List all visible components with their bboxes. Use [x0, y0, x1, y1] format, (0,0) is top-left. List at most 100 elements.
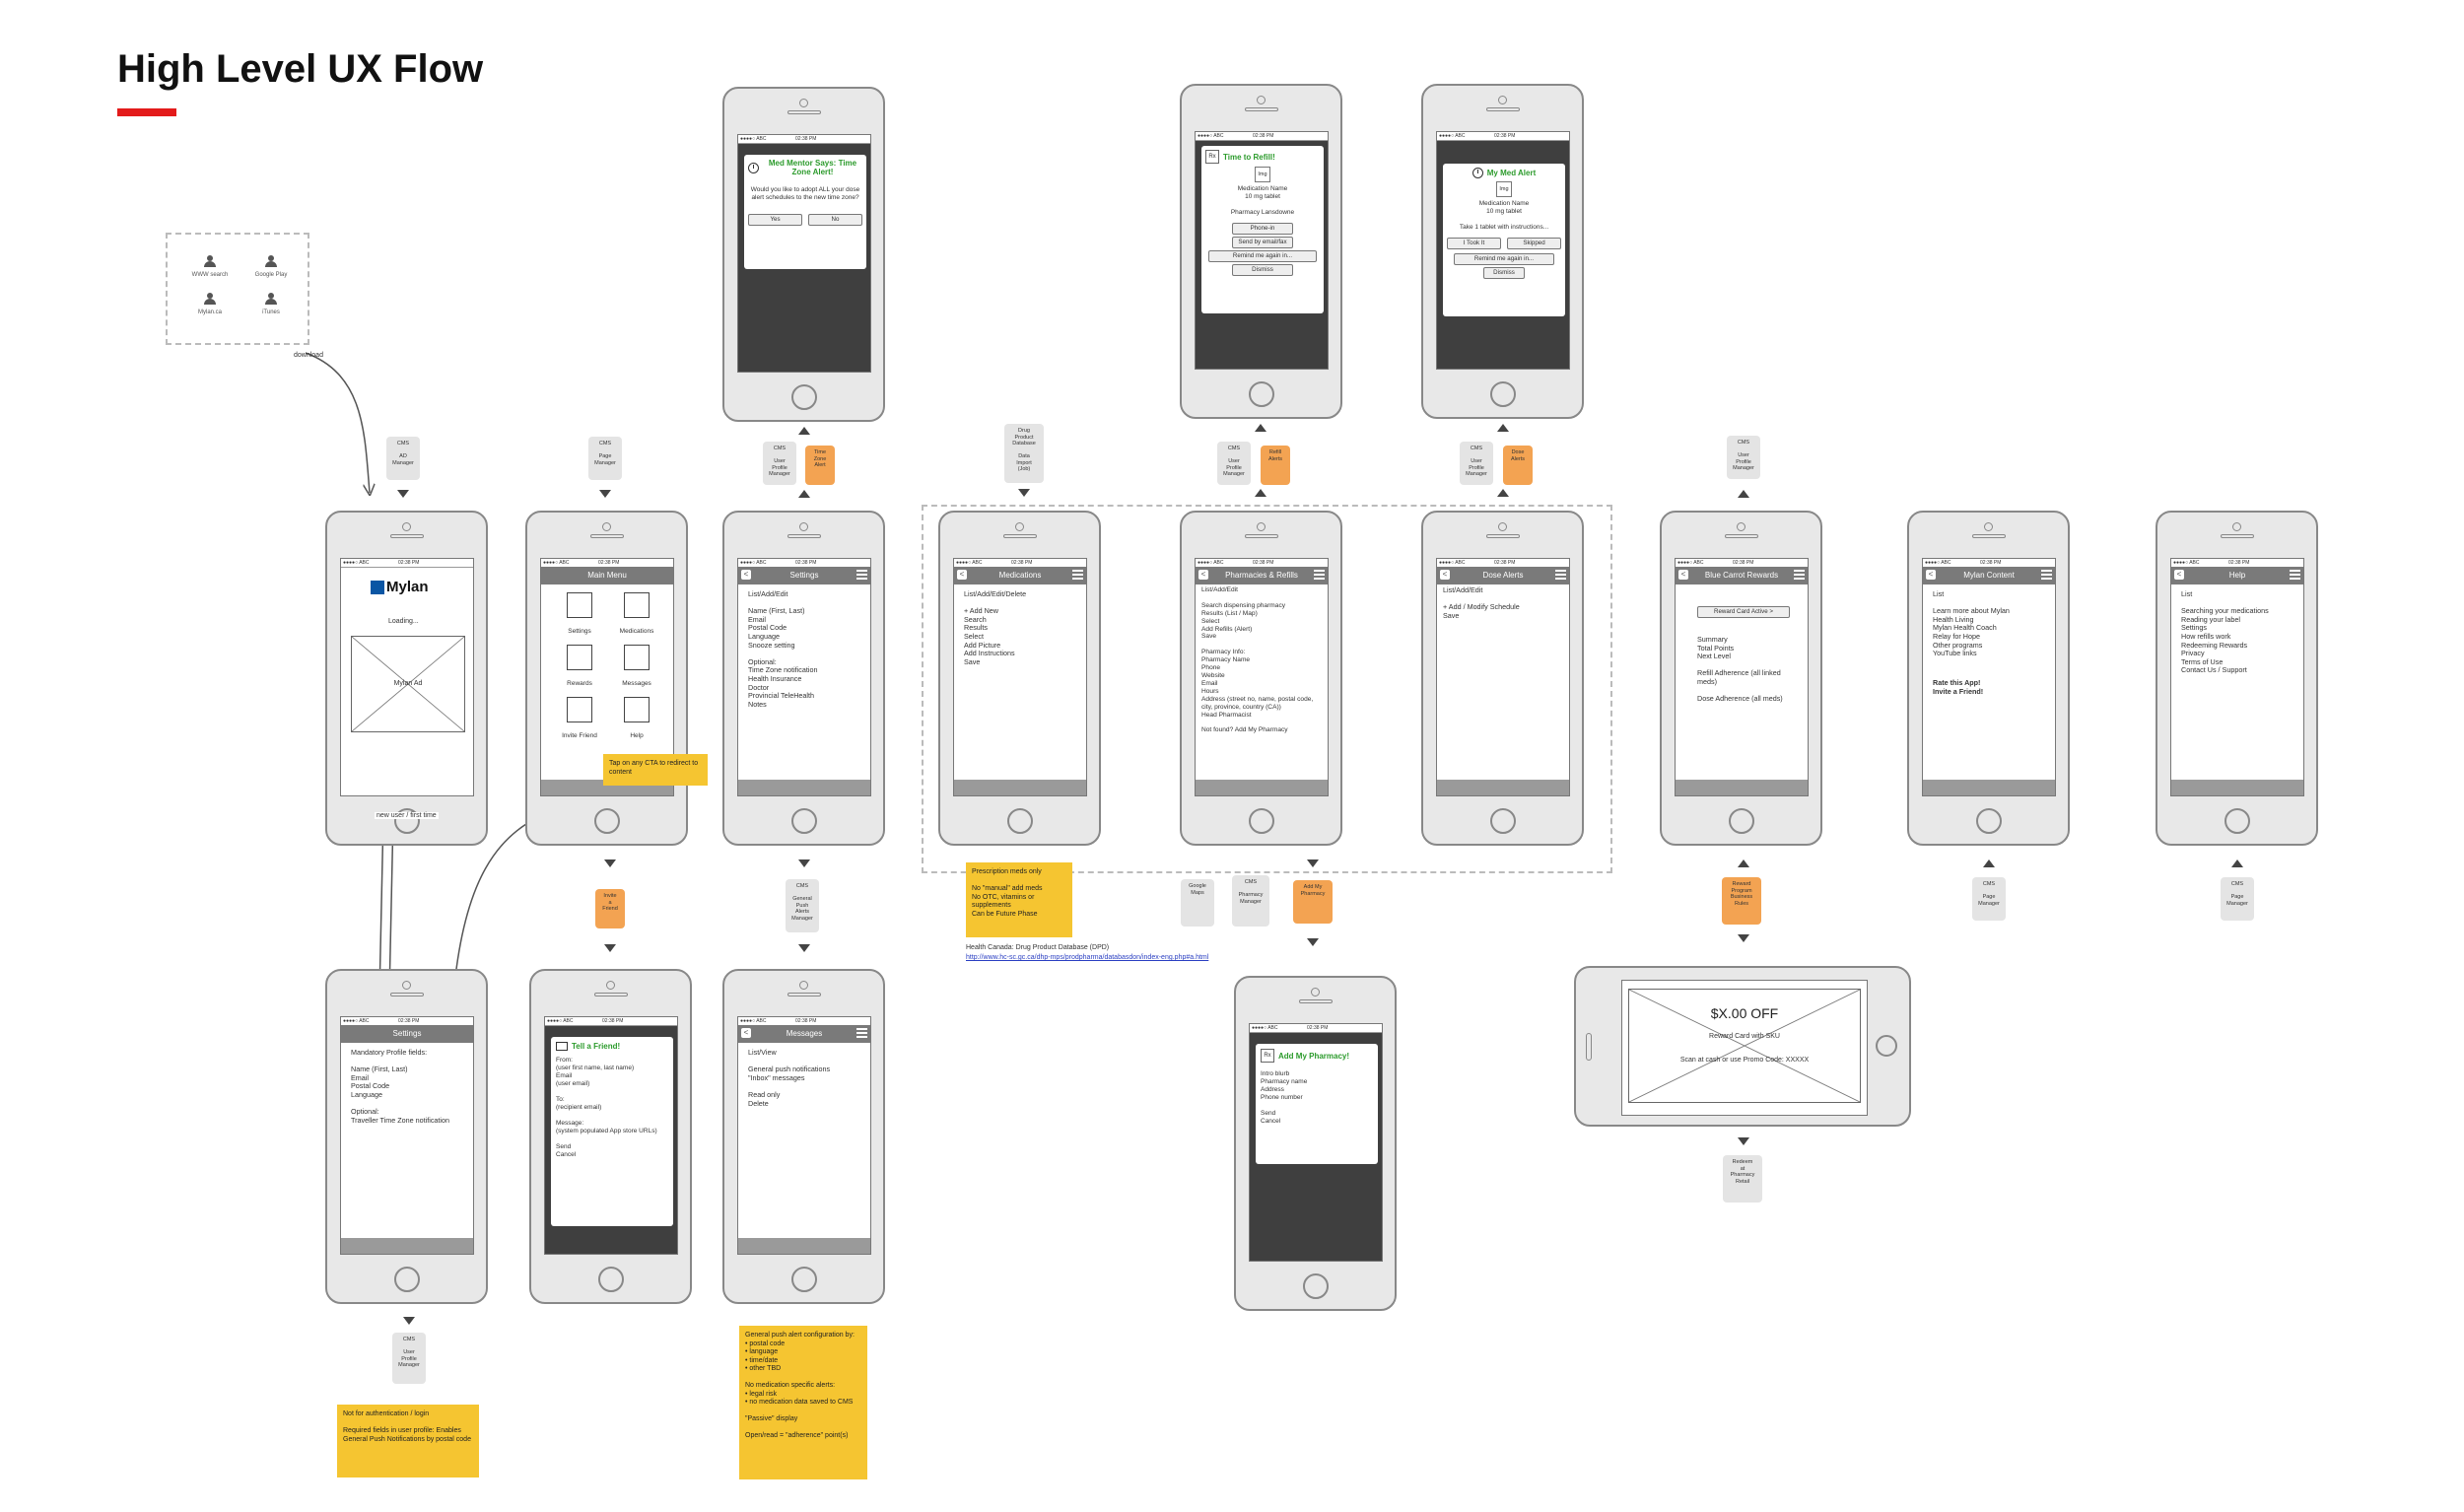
arrow-down — [1307, 938, 1319, 946]
arrow-down — [798, 944, 810, 952]
back-icon[interactable]: < — [1926, 570, 1936, 580]
source-www[interactable]: WWW search — [185, 254, 235, 278]
arrow-up — [798, 427, 810, 435]
took-it-button[interactable]: I Took It — [1447, 238, 1501, 249]
nav-bar: Settings — [341, 1025, 473, 1043]
menu-icon[interactable] — [856, 570, 867, 581]
send-email-fax-button[interactable]: Send by email/fax — [1232, 237, 1293, 248]
no-button[interactable]: No — [808, 214, 862, 226]
menu-icon[interactable] — [1794, 570, 1805, 581]
arrow-up — [1738, 490, 1749, 498]
nav-bar: <Medications — [954, 567, 1086, 584]
cms-user-profile-tz: CMS User Profile Manager — [763, 442, 796, 485]
download-label: download — [294, 352, 323, 359]
add-pharmacy-dialog: Rx Add My Pharmacy! Intro blurb Pharmacy… — [1256, 1044, 1378, 1164]
menu-icon[interactable] — [2290, 570, 2300, 581]
menu-item-rewards[interactable]: Rewards — [551, 645, 608, 690]
menu-item-medications[interactable]: Medications — [608, 592, 665, 638]
back-icon[interactable]: < — [1440, 570, 1450, 580]
cms-general-push: CMS General Push Alerts Manager — [786, 879, 819, 932]
nav-bar: <Dose Alerts — [1437, 567, 1569, 584]
arrow-up — [798, 490, 810, 498]
dismiss-button[interactable]: Dismiss — [1232, 264, 1293, 276]
menu-icon[interactable] — [856, 1028, 867, 1039]
dpd-link[interactable]: http://www.hc-sc.gc.ca/dhp-mps/prodpharm… — [966, 954, 1209, 961]
dismiss-button[interactable]: Dismiss — [1483, 267, 1525, 279]
clock-icon — [1472, 168, 1483, 178]
phone-reward-card-landscape: $X.00 OFF Reward Card with SKU Scan at c… — [1574, 966, 1911, 1127]
cms-reward-rules: Reward Program Business Rules — [1722, 877, 1761, 925]
arrow-down — [1738, 1137, 1749, 1145]
arrow-down — [798, 859, 810, 867]
arrow-up — [1497, 489, 1509, 497]
nav-bar: <Blue Carrot Rewards — [1676, 567, 1808, 584]
menu-item-messages[interactable]: Messages — [608, 645, 665, 690]
yes-button[interactable]: Yes — [748, 214, 802, 226]
nav-bar: <Mylan Content — [1923, 567, 2055, 584]
cms-invite-friend: Invite a Friend — [595, 889, 625, 928]
help-content: List Searching your medications Reading … — [2181, 589, 2269, 675]
cms-user-profile-dose: CMS User Profile Manager — [1460, 442, 1493, 485]
cms-page-manager-menu: CMS Page Manager — [588, 437, 622, 480]
menu-item-help[interactable]: Help — [608, 697, 665, 742]
offer-amount: $X.00 OFF — [1710, 1005, 1779, 1021]
reward-card-active-button[interactable]: Reward Card Active > — [1697, 606, 1790, 618]
remind-again-button[interactable]: Remind me again in... — [1454, 253, 1554, 265]
nav-bar: Main Menu — [541, 567, 673, 584]
source-itunes[interactable]: iTunes — [246, 292, 296, 315]
cms-page-manager-content: CMS Page Manager — [1972, 877, 2006, 921]
menu-item-settings[interactable]: Settings — [551, 592, 608, 638]
source-google-play[interactable]: Google Play — [246, 254, 296, 278]
envelope-icon — [556, 1042, 568, 1051]
source-mylan[interactable]: Mylan.ca — [185, 292, 235, 315]
phone-in-button[interactable]: Phone-in — [1232, 223, 1293, 235]
menu-icon[interactable] — [1314, 570, 1325, 581]
back-icon[interactable]: < — [1678, 570, 1688, 580]
rewards-content: Summary Total Points Next Level Refill A… — [1697, 635, 1783, 704]
rate-invite-links[interactable]: Rate this App! Invite a Friend! — [1933, 678, 1984, 696]
back-icon[interactable]: < — [1198, 570, 1208, 580]
back-icon[interactable]: < — [2174, 570, 2184, 580]
person-icon — [265, 255, 277, 267]
cms-user-profile-rewards: CMS User Profile Manager — [1727, 436, 1760, 479]
menu-icon[interactable] — [2041, 570, 2052, 581]
messages-content: List/View General push notifications "In… — [748, 1048, 831, 1108]
cms-dose-alerts: Dose Alerts — [1503, 446, 1533, 485]
arrow-up — [1738, 859, 1749, 867]
dose-alerts-content: List/Add/Edit + Add / Modify Schedule Sa… — [1443, 585, 1520, 620]
arrow-up — [1983, 859, 1995, 867]
menu-icon[interactable] — [1555, 570, 1566, 581]
ad-placeholder[interactable]: Mylan Ad — [351, 636, 465, 732]
refill-alert-dialog: Rx Time to Refill! Img Medication Name 1… — [1201, 146, 1324, 313]
skipped-button[interactable]: Skipped — [1507, 238, 1561, 249]
nav-bar: <Messages — [738, 1025, 870, 1043]
mylan-content-list: List Learn more about Mylan Health Livin… — [1933, 589, 2010, 658]
person-icon — [204, 293, 216, 305]
arrow-down — [1307, 859, 1319, 867]
arrow-up — [1497, 424, 1509, 432]
medication-image: Img — [1255, 167, 1270, 182]
timezone-alert-dialog: Med Mentor Says: Time Zone Alert! Would … — [744, 155, 866, 269]
back-icon[interactable]: < — [957, 570, 967, 580]
note-cta-redirect: Tap on any CTA to redirect to content — [603, 754, 708, 786]
medications-content: List/Add/Edit/Delete + Add New Search Re… — [964, 589, 1027, 666]
loading-text: Loading... — [388, 618, 419, 625]
menu-icon[interactable] — [1072, 570, 1083, 581]
cms-page-manager-help: CMS Page Manager — [2221, 877, 2254, 921]
back-icon[interactable]: < — [741, 1028, 751, 1038]
rx-icon: Rx — [1205, 150, 1219, 164]
back-icon[interactable]: < — [741, 570, 751, 580]
remind-again-button[interactable]: Remind me again in... — [1208, 250, 1317, 262]
rx-icon: Rx — [1261, 1049, 1274, 1063]
menu-item-invite-friend[interactable]: Invite Friend — [551, 697, 608, 742]
